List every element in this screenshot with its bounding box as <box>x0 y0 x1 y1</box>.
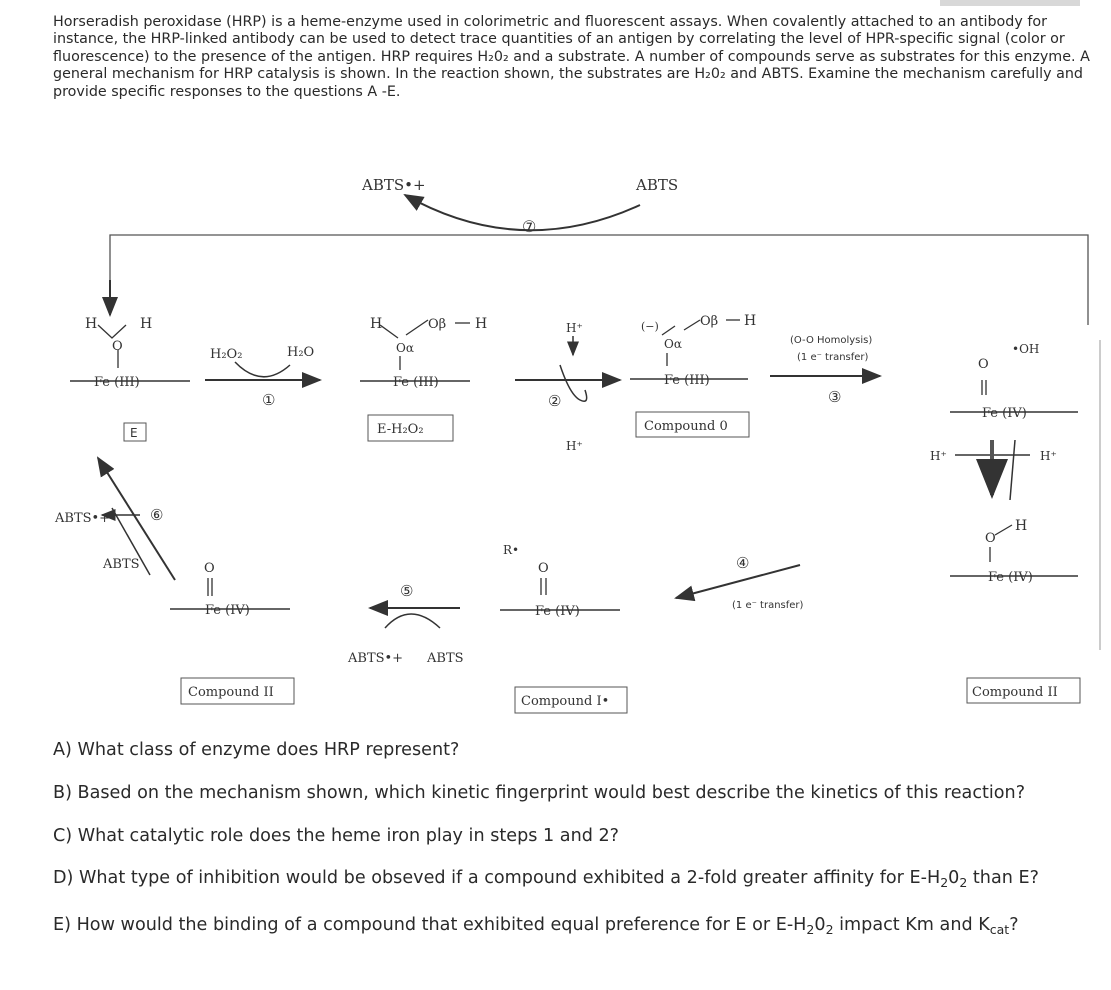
question-b: B) Based on the mechanism shown, which k… <box>53 783 1026 803</box>
svg-text:O: O <box>985 531 996 546</box>
question-d: D) What type of inhibition would be obse… <box>53 868 1039 890</box>
step3-label: ③ <box>828 388 841 406</box>
fe3-label-c0: Fe (III) <box>664 373 710 388</box>
svg-text:O: O <box>978 357 989 372</box>
svg-text:Oα: Oα <box>396 341 414 355</box>
species-fe4-oh: •OH O Fe (IV) H⁺ H⁺ <box>930 342 1078 501</box>
fe3-label-e: Fe (III) <box>94 375 140 390</box>
fe3-label-eh2o2: Fe (III) <box>393 375 439 390</box>
homolysis-label: (O-O Homolysis) <box>790 335 872 346</box>
question-c: C) What catalytic role does the heme iro… <box>53 826 620 846</box>
svg-text:H⁺: H⁺ <box>566 321 583 335</box>
svg-text:H: H <box>475 316 487 332</box>
compound0-label: Compound 0 <box>644 419 728 434</box>
abts-radical-6: ABTS•+ <box>54 511 110 526</box>
h-right-label: H <box>140 316 152 332</box>
step7-curve-arrow <box>403 194 641 232</box>
abts-5: ABTS <box>426 651 464 666</box>
species-compound-i: R• O Fe (IV) Compound I• <box>500 543 628 714</box>
step1-label: ① <box>262 391 275 409</box>
svg-text:H: H <box>1015 518 1027 534</box>
svg-text:H⁺: H⁺ <box>1040 449 1057 463</box>
species-compound-ii-left: O Fe (IV) Compound II <box>170 561 295 705</box>
step6-label: ⑥ <box>150 506 163 524</box>
h-transfer-arrow <box>1009 439 1016 501</box>
question-e: E) How would the binding of a compound t… <box>53 915 1019 937</box>
top-bracket-line <box>109 234 1089 325</box>
svg-text:O: O <box>538 561 549 576</box>
r-radical-label: R• <box>503 543 519 557</box>
fe4-label-ci: Fe (IV) <box>535 604 580 619</box>
e-transfer-label-4: (1 e⁻ transfer) <box>732 600 804 611</box>
svg-text:H⁺: H⁺ <box>566 439 583 453</box>
h-left-label: H <box>85 316 97 332</box>
svg-text:O: O <box>112 339 123 354</box>
step7-label: ⑦ <box>522 217 536 236</box>
top-scrollbar-strip <box>940 0 1080 6</box>
svg-text:Oα: Oα <box>664 337 682 351</box>
species-compound-0: (−) Oα Oβ H Fe (III) Compound 0 <box>630 313 756 438</box>
eh2o2-label: E-H₂O₂ <box>377 422 424 437</box>
svg-text:H⁺: H⁺ <box>930 449 947 463</box>
abts-radical-5: ABTS•+ <box>347 651 403 666</box>
species-compound-ii-right: H O Fe (IV) Compound II <box>950 518 1081 704</box>
svg-text:H: H <box>744 313 756 329</box>
species-e-h2o2: H Oα Oβ H Fe (III) E-H₂O₂ <box>360 316 487 442</box>
abts-6: ABTS <box>102 557 140 572</box>
question-a: A) What class of enzyme does HRP represe… <box>53 740 460 760</box>
e-transfer-label-3: (1 e⁻ transfer) <box>797 352 869 363</box>
svg-text:O: O <box>204 561 215 576</box>
fe4-label-right: Fe (IV) <box>988 570 1033 585</box>
top-abts-radical: ABTS•+ <box>361 176 426 194</box>
svg-text:Oβ: Oβ <box>700 314 718 329</box>
step4-label: ④ <box>736 554 749 572</box>
fe4-label-left: Fe (IV) <box>205 603 250 618</box>
e-label: E <box>130 426 138 440</box>
step5-label: ⑤ <box>400 582 413 600</box>
compound-i-label: Compound I• <box>521 694 609 709</box>
hrp-mechanism-figure: ABTS•+ ABTS ⑦ H H O Fe (III) E H₂O₂ H₂O … <box>54 176 1101 714</box>
top-abts: ABTS <box>635 176 678 194</box>
h2o-label-step1: H₂O <box>287 345 314 360</box>
species-e-resting: H H O Fe (III) E <box>70 316 190 442</box>
svg-text:Oβ: Oβ <box>428 317 446 332</box>
oh-radical-label: •OH <box>1012 342 1039 356</box>
h2o2-label-step1: H₂O₂ <box>210 347 242 362</box>
step6-arrow <box>96 456 176 581</box>
svg-text:(−): (−) <box>641 320 659 333</box>
intro-paragraph: Horseradish peroxidase (HRP) is a heme-e… <box>53 14 1090 100</box>
compound-ii-left-label: Compound II <box>188 685 274 700</box>
fe4-label-top-right: Fe (IV) <box>982 406 1027 421</box>
svg-text:H: H <box>370 316 382 332</box>
step4-arrow <box>674 564 801 602</box>
compound-ii-right-label: Compound II <box>972 685 1058 700</box>
step2-label: ② <box>548 392 561 410</box>
